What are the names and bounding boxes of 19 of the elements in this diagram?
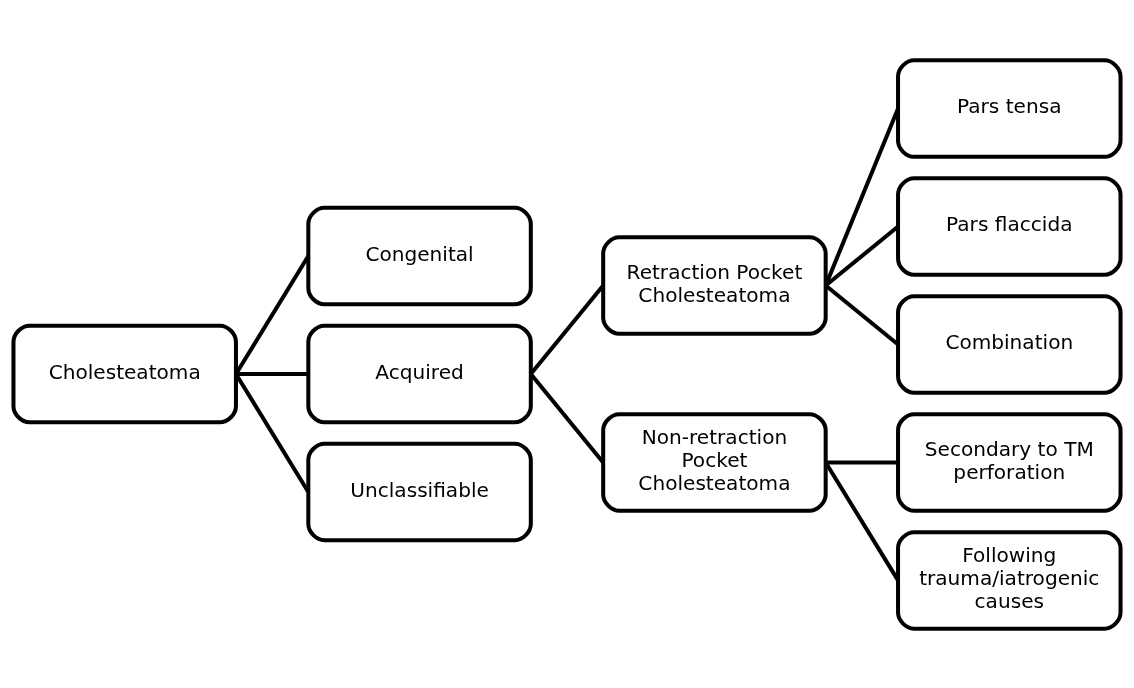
connector [824,283,900,346]
node-box: Secondary to TM perforation [896,411,1123,513]
connector [823,107,900,286]
node-box: Retraction Pocket Cholesteatoma [601,234,828,336]
connector [529,372,605,464]
node-box: Unclassifiable [306,441,533,542]
connector [234,254,311,375]
node-box: Cholesteatoma [11,323,238,424]
node-box: Pars tensa [896,57,1123,159]
connector [234,372,311,493]
node-box: Non-retraction Pocket Cholesteatoma [601,411,828,513]
connector [235,371,309,376]
connector [529,283,605,375]
node-box: Congenital [306,205,533,306]
node-box: Following trauma/iatrogenic causes [896,529,1123,631]
node-box: Acquired [306,323,533,424]
connector [825,459,899,464]
node-box: Pars flaccida [896,175,1123,277]
node-box: Combination [896,293,1123,395]
